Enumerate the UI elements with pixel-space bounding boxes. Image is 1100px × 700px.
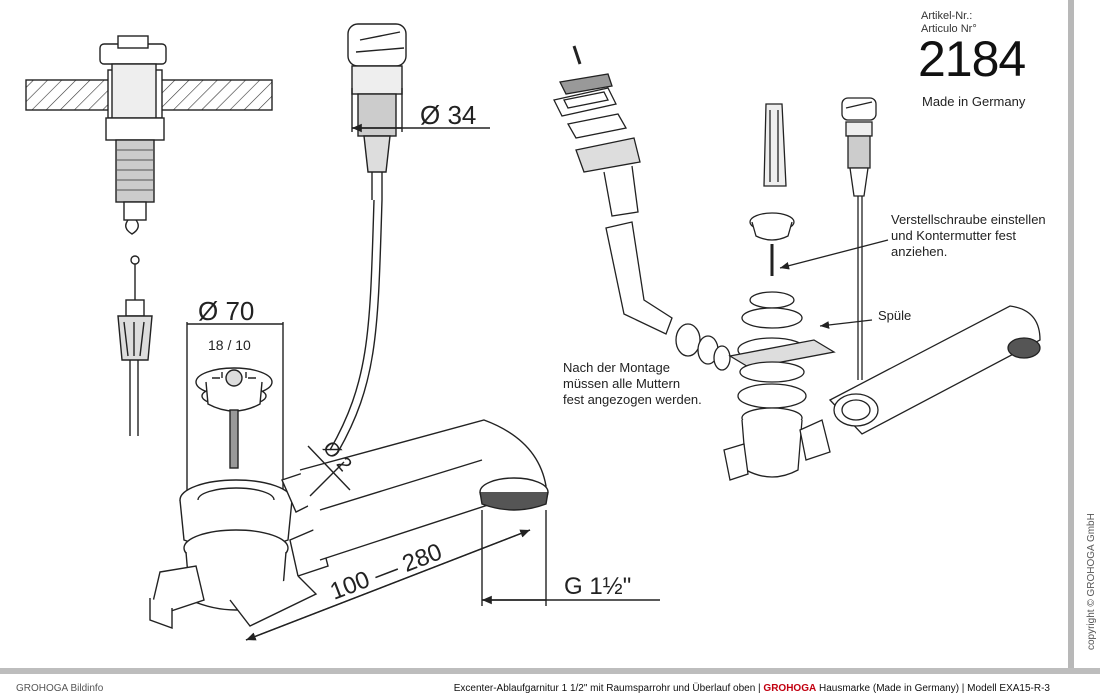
dim-diameter-basket: Ø 70 bbox=[198, 296, 254, 326]
note-adjust-screw-line2: und Kontermutter fest bbox=[891, 228, 1017, 243]
note-adjust-screw-line3: anziehen. bbox=[891, 244, 948, 259]
article-number: 2184 bbox=[918, 31, 1026, 87]
dim-sieve-size: 18 / 10 bbox=[208, 337, 251, 353]
note-adjust-screw: Verstellschraube einstellen und Kontermu… bbox=[891, 212, 1046, 260]
copyright-text: copyright © GROHOGA GmbH bbox=[1086, 513, 1097, 650]
footer-description: Excenter-Ablaufgarnitur 1 1/2" mit Raums… bbox=[454, 683, 1050, 694]
note-nuts-line2: müssen alle Muttern bbox=[563, 376, 681, 391]
footer-source: GROHOGA Bildinfo bbox=[16, 683, 104, 694]
exploded-assembly bbox=[553, 45, 1041, 481]
article-label-it: Articulo Nr° bbox=[921, 23, 977, 35]
note-adjust-screw-line1: Verstellschraube einstellen bbox=[891, 212, 1046, 227]
main-assembly bbox=[149, 23, 660, 641]
footer-bar bbox=[0, 668, 1100, 700]
article-label-de: Artikel-Nr.: bbox=[921, 10, 973, 22]
dim-thread: G 1½" bbox=[564, 573, 631, 600]
right-sidebar bbox=[1068, 0, 1100, 668]
technical-drawing: Ø 34 Ø 70 18 / 10 Ø 2 100 — 280 G 1½" bbox=[25, 23, 1041, 641]
note-nuts-line1: Nach der Montage bbox=[563, 360, 670, 375]
overflow-knob-detail bbox=[25, 35, 273, 436]
footer-desc-pre: Excenter-Ablaufgarnitur 1 1/2" mit Raums… bbox=[453, 683, 761, 694]
footer-desc-post: Hausmarke (Made in Germany) | Modell EXA… bbox=[818, 683, 1050, 694]
footer-brand: GROHOGA bbox=[763, 683, 817, 694]
dim-diameter-top: Ø 34 bbox=[420, 100, 476, 130]
note-nuts: Nach der Montage müssen alle Muttern fes… bbox=[563, 360, 702, 408]
note-sink: Spüle bbox=[878, 308, 912, 323]
made-in-label: Made in Germany bbox=[922, 94, 1026, 109]
note-nuts-line3: fest angezogen werden. bbox=[563, 392, 702, 407]
